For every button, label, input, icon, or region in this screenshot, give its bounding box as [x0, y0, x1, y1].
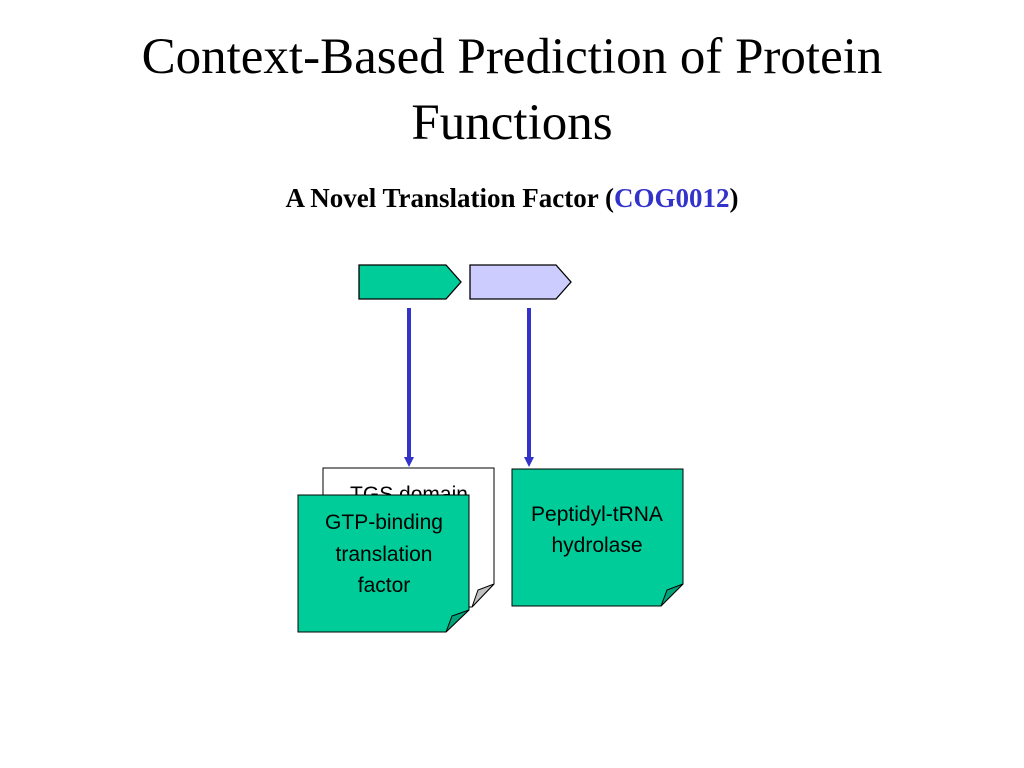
note-peptidyl-trna-hydrolase: Peptidyl-tRNA hydrolase — [511, 468, 684, 607]
subtitle-prefix: A Novel Translation Factor ( — [285, 183, 614, 213]
title-line-1: Context-Based Prediction of Protein — [141, 29, 883, 85]
gene-arrow-1 — [358, 264, 462, 300]
note-gtp-line-3: factor — [358, 574, 411, 597]
note-gtp-binding: GTP-binding translation factor — [297, 494, 470, 633]
subtitle-suffix: ) — [729, 183, 739, 213]
note-peptidyl-line-2: hydrolase — [551, 534, 642, 557]
note-gtp-line-1: GTP-binding — [325, 511, 443, 534]
cog-link[interactable]: COG0012 — [613, 183, 730, 213]
slide-subtitle: A Novel Translation Factor (COG0012) — [0, 180, 1024, 216]
note-peptidyl-line-1: Peptidyl-tRNA — [531, 503, 663, 526]
note-gtp-line-2: translation — [336, 543, 433, 566]
title-line-2: Functions — [411, 95, 613, 151]
slide-title: Context-Based Prediction of Protein Func… — [0, 24, 1024, 156]
gene-arrow-2 — [469, 264, 572, 300]
